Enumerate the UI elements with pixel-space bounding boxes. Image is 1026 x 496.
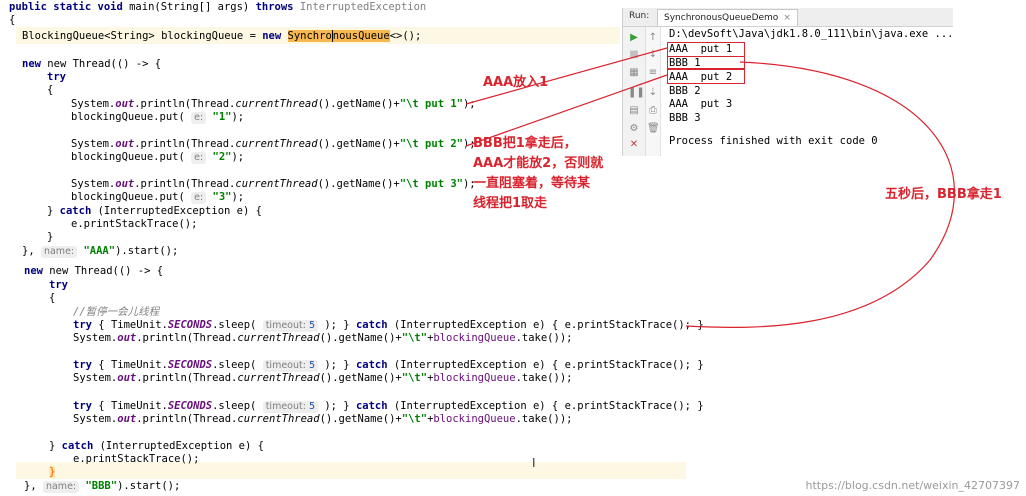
try-open-brace-bbb: {	[49, 292, 56, 304]
annotation-aaa-put-1: AAA放入1	[483, 75, 549, 90]
soft-wrap-icon[interactable]: ≡	[648, 67, 658, 78]
try-keyword-bbb: try	[49, 279, 68, 291]
annotation-five-seconds: 五秒后，BBB拿走1	[885, 187, 1002, 202]
thread-bbb-end: }, name: "BBB").start();	[24, 480, 181, 493]
param-hint: e:	[191, 192, 207, 204]
take-line-3: System.out.println(Thread.currentThread(…	[73, 413, 573, 425]
thread-aaa-end: }, name: "AAA").start();	[22, 245, 179, 258]
queue-declaration: BlockingQueue<String> blockingQueue = ne…	[22, 30, 422, 42]
restore-layout-icon[interactable]: ▦	[629, 67, 639, 78]
catch-close-brace-bbb: }	[49, 466, 56, 478]
thread-aaa-start: new new Thread(() -> {	[22, 58, 162, 70]
close-icon[interactable]: ×	[783, 13, 791, 23]
console-output-line: AAA put 2	[669, 71, 733, 83]
catch-line: } catch (InterruptedException e) {	[47, 205, 262, 217]
run-tabbar: Run: SynchronousQueueDemo×	[623, 8, 953, 27]
caret-line-highlight	[16, 462, 686, 479]
console-finished: Process finished with exit code 0	[669, 135, 878, 147]
highlight-box-put-2	[667, 69, 745, 84]
watermark: https://blog.csdn.net/weixin_42707397	[805, 479, 1020, 492]
method-signature: public static void main(String[] args) t…	[9, 1, 427, 13]
settings-icon[interactable]: ⚙	[629, 123, 639, 134]
console-output-line: AAA put 3	[669, 98, 733, 110]
console-output-line: AAA put 1	[669, 43, 733, 55]
print-icon[interactable]: ⎙	[649, 105, 657, 116]
annotation-bbb-take-explanation: BBB把1拿走后， AAA才能放2，否则就 一直阻塞着，等待某 线程把1取走	[473, 136, 604, 211]
thread-bbb-start: new new Thread(() -> {	[24, 265, 164, 277]
scroll-end-icon[interactable]: ⇣	[648, 87, 658, 98]
queue-put-1: blockingQueue.put( e: "1");	[71, 111, 245, 124]
close-run-icon[interactable]: ✕	[629, 139, 639, 150]
run-label: Run:	[629, 11, 650, 21]
dump-threads-icon[interactable]: ▤	[629, 105, 639, 116]
sleep-line-2: try { TimeUnit.SECONDS.sleep( timeout: 5…	[73, 359, 704, 372]
param-hint: e:	[191, 152, 207, 164]
catch-close-brace: }	[47, 231, 54, 243]
param-hint-timeout: timeout: 5	[262, 320, 319, 332]
queue-put-3: blockingQueue.put( e: "3");	[71, 191, 245, 204]
console-output-line: BBB 3	[669, 112, 701, 124]
trash-icon[interactable]: 🗑	[647, 123, 660, 134]
text-cursor-icon: I	[532, 456, 536, 470]
method-open-brace: {	[9, 14, 16, 26]
catch-line-bbb: } catch (InterruptedException e) {	[49, 440, 264, 452]
queue-put-2: blockingQueue.put( e: "2");	[71, 151, 245, 164]
code-editor[interactable]: public static void main(String[] args) t…	[0, 0, 704, 496]
console-output-line: BBB 2	[669, 85, 701, 97]
run-toolbar-secondary: ↑ ↓ ≡ ⇣ ⎙ 🗑	[646, 27, 661, 156]
down-arrow-icon[interactable]: ↓	[648, 49, 658, 60]
arrow-put-1	[465, 47, 668, 105]
comment-pause: //暂停一会儿线程	[73, 306, 160, 318]
println-put-1: System.out.println(Thread.currentThread(…	[71, 98, 476, 110]
console-path: D:\devSoft\Java\jdk1.8.0_111\bin\java.ex…	[669, 28, 954, 40]
console-output-line: BBB 1	[669, 57, 701, 69]
print-stack-trace-bbb: e.printStackTrace();	[73, 453, 200, 465]
sleep-line-1: try { TimeUnit.SECONDS.sleep( timeout: 5…	[73, 319, 704, 332]
try-keyword: try	[47, 71, 66, 83]
param-hint: e:	[191, 112, 207, 124]
arrow-put-2	[465, 74, 668, 147]
sleep-line-3: try { TimeUnit.SECONDS.sleep( timeout: 5…	[73, 400, 704, 413]
println-put-3: System.out.println(Thread.currentThread(…	[71, 178, 476, 190]
param-hint-timeout: timeout: 5	[262, 401, 319, 413]
run-tab-synchronousqueuedemo[interactable]: SynchronousQueueDemo×	[657, 9, 798, 26]
arrow-take-1	[685, 61, 955, 328]
try-open-brace: {	[47, 84, 54, 96]
param-hint-timeout: timeout: 5	[262, 360, 319, 372]
param-hint-name: name:	[40, 246, 78, 258]
param-hint-name: name:	[42, 481, 80, 493]
stop-icon[interactable]: ■	[629, 49, 639, 60]
println-put-2: System.out.println(Thread.currentThread(…	[71, 138, 476, 150]
pause-icon[interactable]: ❚❚	[628, 87, 645, 98]
up-arrow-icon[interactable]: ↑	[648, 32, 658, 43]
print-stack-trace: e.printStackTrace();	[71, 218, 198, 230]
rerun-icon[interactable]: ▶	[630, 32, 638, 43]
take-line-2: System.out.println(Thread.currentThread(…	[73, 372, 573, 384]
take-line-1: System.out.println(Thread.currentThread(…	[73, 332, 573, 344]
